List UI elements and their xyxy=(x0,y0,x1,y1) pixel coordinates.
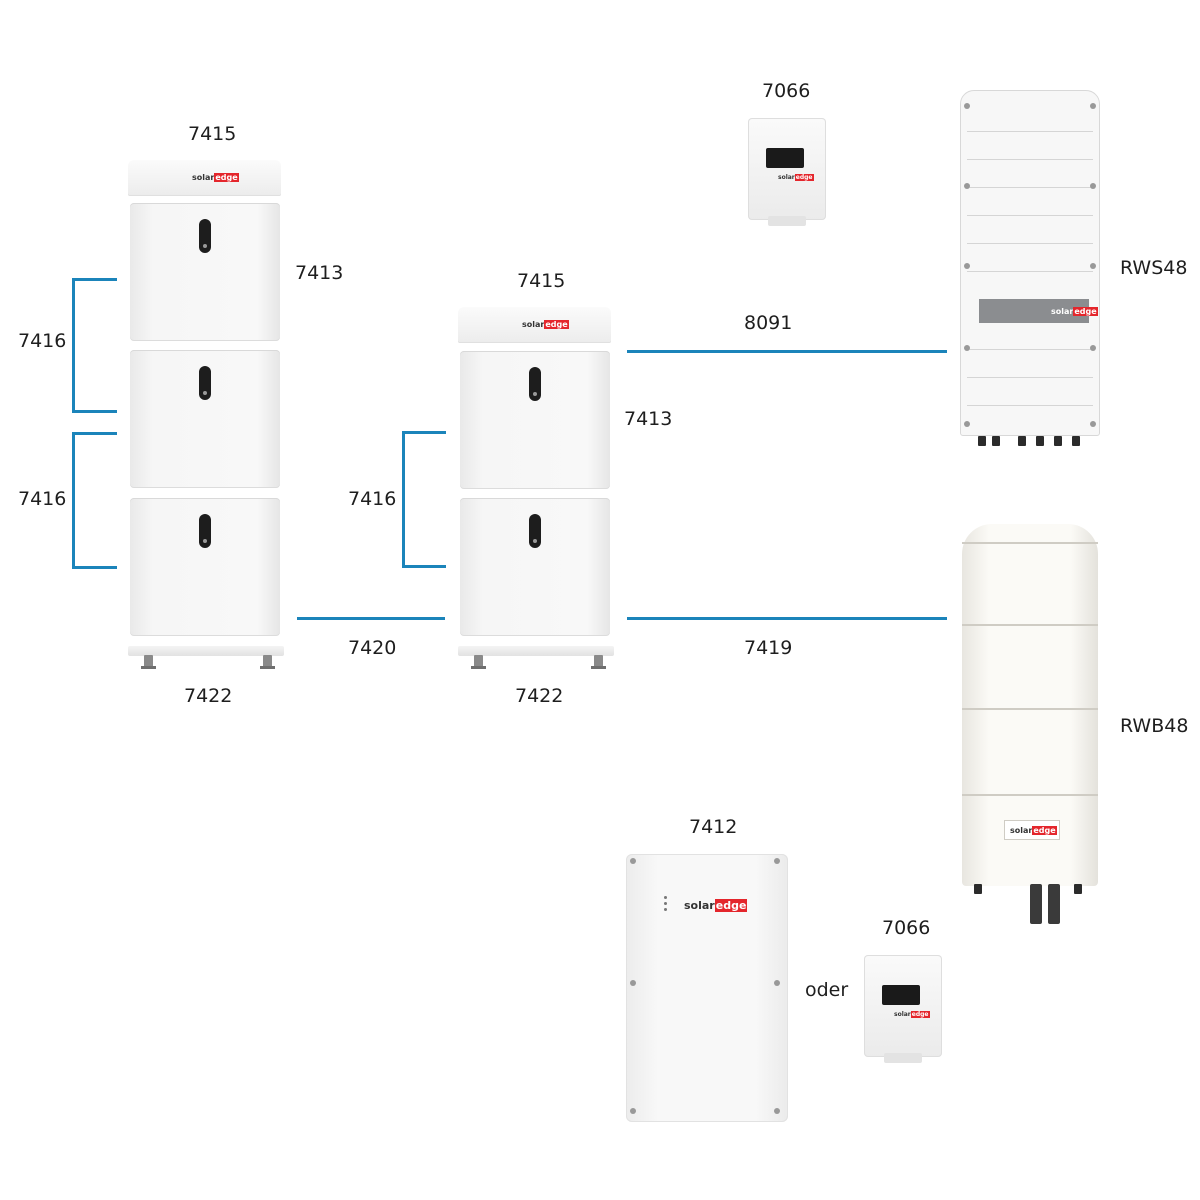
battery-module xyxy=(130,350,280,488)
handle-icon xyxy=(199,366,211,400)
stack2-link-label: 7416 xyxy=(348,488,397,510)
brand-logo: solaredge xyxy=(192,173,239,182)
stack1-cap-label: 7415 xyxy=(188,123,237,145)
energy-bank: solaredge xyxy=(626,854,788,1122)
battery-cap: solaredge xyxy=(458,307,611,343)
link-bracket xyxy=(72,278,117,413)
stack2-base-label: 7422 xyxy=(515,685,564,707)
foot-icon xyxy=(471,655,486,669)
handle-icon xyxy=(199,219,211,253)
stack-link-label: 7420 xyxy=(348,637,397,659)
foot-icon xyxy=(141,655,156,669)
battery-module xyxy=(130,203,280,341)
cable-icon xyxy=(1048,884,1060,924)
connector-icon xyxy=(1072,436,1080,446)
inverter: solaredge xyxy=(960,90,1100,436)
inverter-brand-band: solaredge xyxy=(979,299,1098,323)
handle-icon xyxy=(199,514,211,548)
backup-cable-label: 7419 xyxy=(744,637,793,659)
inverter-cable-label: 8091 xyxy=(744,312,793,334)
handle-icon xyxy=(529,367,541,401)
battery-module xyxy=(460,498,610,636)
connector-icon xyxy=(974,884,982,894)
energy-bank-label: 7412 xyxy=(689,816,738,838)
cable-icon xyxy=(1030,884,1042,924)
stack1-module-label: 7413 xyxy=(295,262,344,284)
inverter-cable-line xyxy=(627,350,947,353)
connector-icon xyxy=(1074,884,1082,894)
meter-display xyxy=(882,985,920,1005)
link-bracket xyxy=(72,432,117,569)
connector-icon xyxy=(1054,436,1062,446)
battery-module xyxy=(460,351,610,489)
stack-link-line xyxy=(297,617,445,620)
alternative-label: oder xyxy=(805,979,849,1001)
stack1-base-label: 7422 xyxy=(184,685,233,707)
status-led-icon xyxy=(664,896,667,899)
stack2-cap-label: 7415 xyxy=(517,270,566,292)
backup-unit: solaredge xyxy=(962,524,1098,886)
battery-base xyxy=(458,646,614,656)
stack1-link-top-label: 7416 xyxy=(18,330,67,352)
brand-logo: solaredge xyxy=(778,174,814,181)
brand-logo: solaredge xyxy=(522,320,569,329)
backup-cable-line xyxy=(627,617,947,620)
brand-logo: solaredge xyxy=(1010,826,1057,835)
backup-unit-label: RWB48 xyxy=(1120,715,1189,737)
energy-meter: solaredge xyxy=(864,955,942,1063)
battery-module xyxy=(130,498,280,636)
meter-top-label: 7066 xyxy=(762,80,811,102)
battery-base xyxy=(128,646,284,656)
brand-logo: solaredge xyxy=(1051,307,1098,316)
meter-bottom-label: 7066 xyxy=(882,917,931,939)
battery-cap: solaredge xyxy=(128,160,281,196)
stack2-module-label: 7413 xyxy=(624,408,673,430)
backup-brand-plate: solaredge xyxy=(1004,820,1060,840)
connector-icon xyxy=(978,436,986,446)
foot-icon xyxy=(591,655,606,669)
link-bracket xyxy=(402,431,446,568)
inverter-label: RWS48 xyxy=(1120,257,1188,279)
connector-icon xyxy=(992,436,1000,446)
brand-logo: solaredge xyxy=(894,1011,930,1018)
stack1-link-bottom-label: 7416 xyxy=(18,488,67,510)
connector-icon xyxy=(1018,436,1026,446)
connector-icon xyxy=(1036,436,1044,446)
meter-display xyxy=(766,148,804,168)
brand-logo: solaredge xyxy=(684,899,748,912)
foot-icon xyxy=(260,655,275,669)
handle-icon xyxy=(529,514,541,548)
energy-meter: solaredge xyxy=(748,118,826,226)
